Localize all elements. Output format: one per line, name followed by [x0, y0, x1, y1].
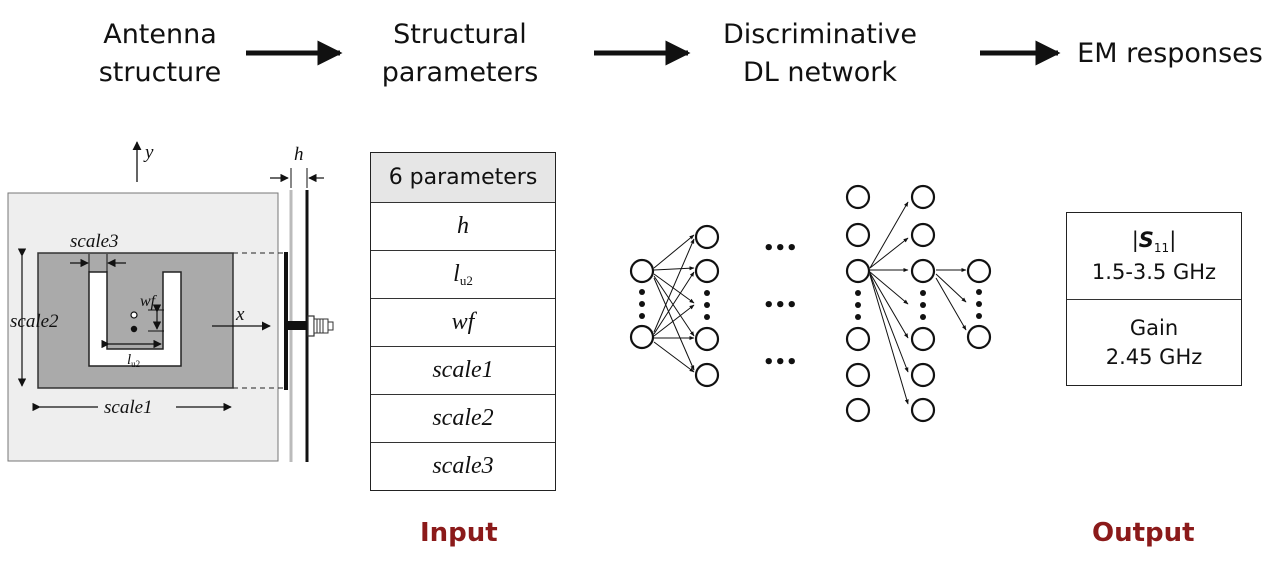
neural-network	[629, 184, 992, 423]
step-em-responses: EM responses	[1070, 35, 1270, 73]
output-gain: Gain 2.45 GHz	[1067, 299, 1241, 386]
step-antenna-line2: structure	[98, 57, 222, 88]
dim-h-label: h	[294, 144, 304, 165]
input-label: Input	[420, 518, 498, 548]
feed-point-solid	[130, 325, 138, 333]
step-antenna-line1: Antenna	[103, 19, 217, 50]
step-structural-parameters: Structural parameters	[360, 16, 560, 92]
feed-probe	[286, 321, 308, 330]
antenna-drawing: y x h scale3 scale2 scale1 wf lu2	[7, 141, 334, 462]
ellipsis-1: •••	[763, 238, 798, 259]
step-dl-network: Discriminative DL network	[705, 16, 935, 92]
step-dl-line2: DL network	[742, 57, 898, 88]
gain-freq: 2.45 GHz	[1105, 345, 1203, 369]
output-label: Output	[1092, 518, 1195, 548]
dim-wf-label: wf	[140, 293, 158, 310]
step-structural-line2: parameters	[381, 57, 539, 88]
feed-point-open	[130, 311, 138, 319]
table-header: 6 parameters	[371, 153, 555, 202]
output-s11: |S11| 1.5-3.5 GHz	[1067, 213, 1241, 299]
gain-label: Gain	[1129, 316, 1179, 340]
s11-range: 1.5-3.5 GHz	[1091, 259, 1217, 284]
s11-symbol: |S11|	[1131, 227, 1177, 255]
param-scale2: scale2	[371, 394, 555, 442]
param-scale3: scale3	[371, 442, 555, 490]
dim-lu-label: lu2	[127, 352, 140, 369]
param-lu2-sub: u2	[459, 272, 473, 288]
dim-scale2-label: scale2	[10, 311, 59, 332]
step-em-line1: EM responses	[1077, 38, 1263, 69]
ellipsis-3: •••	[763, 352, 798, 373]
step-antenna-structure: Antenna structure	[60, 16, 260, 92]
param-h: h	[371, 202, 555, 250]
axis-x-label: x	[235, 304, 245, 325]
dim-scale3-label: scale3	[70, 231, 119, 252]
param-scale1: scale1	[371, 346, 555, 394]
param-wf: wf	[371, 298, 555, 346]
dim-scale1-label: scale1	[104, 397, 153, 418]
step-structural-line1: Structural	[393, 19, 527, 50]
output-box: |S11| 1.5-3.5 GHz Gain 2.45 GHz	[1066, 212, 1242, 386]
axis-y-label: y	[143, 142, 154, 163]
u-slot	[88, 271, 182, 367]
connector-icon	[307, 315, 334, 337]
step-dl-line1: Discriminative	[723, 19, 917, 50]
ellipsis-2: •••	[763, 295, 798, 316]
param-lu2-main: l	[453, 261, 460, 287]
